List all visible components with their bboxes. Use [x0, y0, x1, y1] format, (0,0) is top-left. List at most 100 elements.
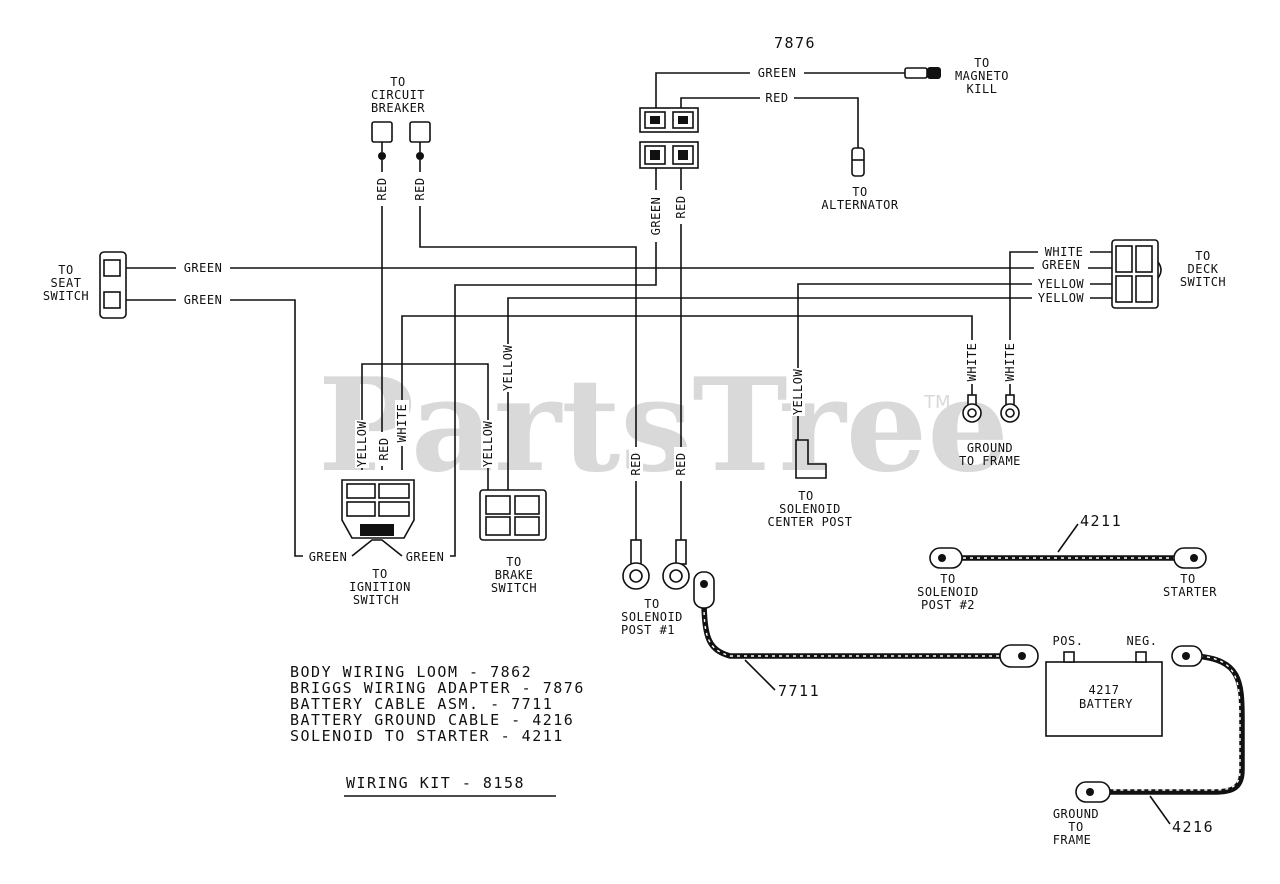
cable-number-4216: 4216	[1172, 818, 1214, 836]
battery-cable-7711	[693, 571, 1039, 668]
circuit-breaker-terminal-left	[371, 121, 393, 160]
parts-list-item: BRIGGS WIRING ADAPTER - 7876	[290, 679, 585, 697]
leader-4211	[1057, 523, 1079, 553]
magneto-label-2: MAGNETO	[955, 69, 1009, 83]
wire-label-white-ground-a: WHITE	[965, 343, 979, 382]
wire-label-red-solenoid-b: RED	[674, 452, 688, 475]
ground-ring-terminal-a	[962, 394, 982, 423]
battery-name: BATTERY	[1079, 697, 1133, 711]
wire-label-red-breaker-left: RED	[375, 177, 389, 200]
parts-list-item: BATTERY GROUND CABLE - 4216	[290, 711, 574, 729]
adapter-connector-top	[639, 107, 699, 133]
circuit-breaker-terminal-right	[409, 121, 431, 160]
ignition-label-1: TO	[372, 567, 387, 581]
wire-yellow-deck-brake	[507, 297, 1112, 490]
cable-number-7711: 7711	[778, 682, 820, 700]
ignition-switch-connector	[341, 479, 415, 557]
deck-switch-label-1: TO	[1195, 249, 1210, 263]
brake-switch-connector	[479, 489, 547, 541]
seat-switch-label-1: TO	[58, 263, 73, 277]
solenoid-post1-label-1: TO	[644, 597, 659, 611]
wire-label-green-deck: GREEN	[1042, 258, 1081, 272]
deck-switch-label-3: SWITCH	[1180, 275, 1226, 289]
magneto-kill-terminal	[904, 67, 941, 79]
brake-label-3: SWITCH	[491, 581, 537, 595]
battery-number: 4217	[1089, 683, 1120, 697]
ignition-label-3: SWITCH	[353, 593, 399, 607]
wire-label-green-magneto: GREEN	[758, 66, 797, 80]
seat-switch-connector	[99, 251, 127, 319]
wire-label-yellow-deck-2: YELLOW	[1038, 291, 1085, 305]
ground-frame-lower-label-2: TO	[1068, 820, 1083, 834]
alternator-terminal	[851, 147, 865, 177]
kit-title: WIRING KIT - 8158	[346, 774, 525, 792]
parts-list-item: BATTERY CABLE ASM. - 7711	[290, 695, 553, 713]
wire-label-yellow-ignition: YELLOW	[355, 421, 369, 468]
circuit-breaker-label-1: TO	[390, 75, 405, 89]
magneto-label-1: TO	[974, 56, 989, 70]
battery-pos-label: POS.	[1053, 634, 1084, 648]
wire-label-yellow-deck-1: YELLOW	[1038, 277, 1085, 291]
wire-red-alternator	[680, 97, 859, 148]
solenoid-post1-ring-b	[662, 539, 690, 590]
wire-label-white-deck: WHITE	[1045, 245, 1084, 259]
wire-green-magneto	[655, 72, 905, 108]
cable-number-4211: 4211	[1080, 512, 1122, 530]
wire-label-red-solenoid-a: RED	[629, 452, 643, 475]
starter-label-2: STARTER	[1163, 585, 1217, 599]
alternator-label-2: ALTERNATOR	[821, 198, 899, 212]
seat-switch-label-3: SWITCH	[43, 289, 89, 303]
wire-label-red-alternator: RED	[765, 91, 788, 105]
ground-frame-upper-label-1: GROUND	[967, 441, 1013, 455]
solenoid-post2-label-1: TO	[940, 572, 955, 586]
wire-label-white-ignition: WHITE	[395, 404, 409, 443]
solenoid-post2-label-2: SOLENOID	[917, 585, 979, 599]
solenoid-post1-ring-a	[622, 539, 650, 590]
wire-label-yellow-solenoid: YELLOW	[791, 369, 805, 416]
solenoid-center-label-2: SOLENOID	[779, 502, 841, 516]
wire-label-green-seat-top: GREEN	[184, 261, 223, 275]
parts-list: BODY WIRING LOOM - 7862 BRIGGS WIRING AD…	[290, 663, 585, 745]
solenoid-starter-cable-4211	[929, 547, 1207, 569]
battery-box	[1045, 651, 1163, 737]
wire-label-yellow-brake-lower: YELLOW	[481, 421, 495, 468]
brake-label-2: BRAKE	[495, 568, 534, 582]
solenoid-center-terminal	[795, 439, 827, 479]
wire-label-yellow-brake-upper: YELLOW	[501, 345, 515, 392]
ground-frame-lower-label-3: FRAME	[1053, 833, 1092, 847]
leader-7711	[744, 659, 776, 691]
deck-switch-connector	[1111, 239, 1162, 309]
solenoid-center-label-3: CENTER POST	[768, 515, 853, 529]
parts-list-item: SOLENOID TO STARTER - 4211	[290, 727, 564, 745]
wire-label-red-ignition: RED	[377, 437, 391, 460]
solenoid-post1-label-3: POST #1	[621, 623, 675, 637]
ground-frame-lower-label-1: GROUND	[1053, 807, 1099, 821]
alternator-label-1: TO	[852, 185, 867, 199]
solenoid-post1-label-2: SOLENOID	[621, 610, 683, 624]
leader-4216	[1149, 795, 1171, 825]
magneto-label-3: KILL	[967, 82, 998, 96]
adapter-connector-bottom	[639, 141, 699, 169]
ground-frame-upper-label-2: TO FRAME	[959, 454, 1021, 468]
ground-ring-terminal-b	[1000, 394, 1020, 423]
wire-label-green-ignition-right: GREEN	[406, 550, 445, 564]
solenoid-post2-label-3: POST #2	[921, 598, 975, 612]
watermark-text: PartsTree	[318, 351, 1009, 501]
ground-cable-4216	[1075, 645, 1245, 803]
adapter-part-number: 7876	[774, 34, 816, 52]
wire-label-white-ground-b: WHITE	[1003, 343, 1017, 382]
deck-switch-label-2: DECK	[1188, 262, 1219, 276]
wire-label-green-seat-bottom: GREEN	[184, 293, 223, 307]
circuit-breaker-label-3: BREAKER	[371, 101, 425, 115]
wire-label-red-adapter: RED	[674, 195, 688, 218]
battery-neg-label: NEG.	[1127, 634, 1158, 648]
circuit-breaker-label-2: CIRCUIT	[371, 88, 425, 102]
wire-label-green-ignition-left: GREEN	[309, 550, 348, 564]
ignition-label-2: IGNITION	[349, 580, 411, 594]
starter-label-1: TO	[1180, 572, 1195, 586]
wire-label-red-breaker-right: RED	[413, 177, 427, 200]
seat-switch-label-2: SEAT	[51, 276, 82, 290]
watermark-tm: TM	[923, 392, 951, 413]
solenoid-center-label-1: TO	[798, 489, 813, 503]
